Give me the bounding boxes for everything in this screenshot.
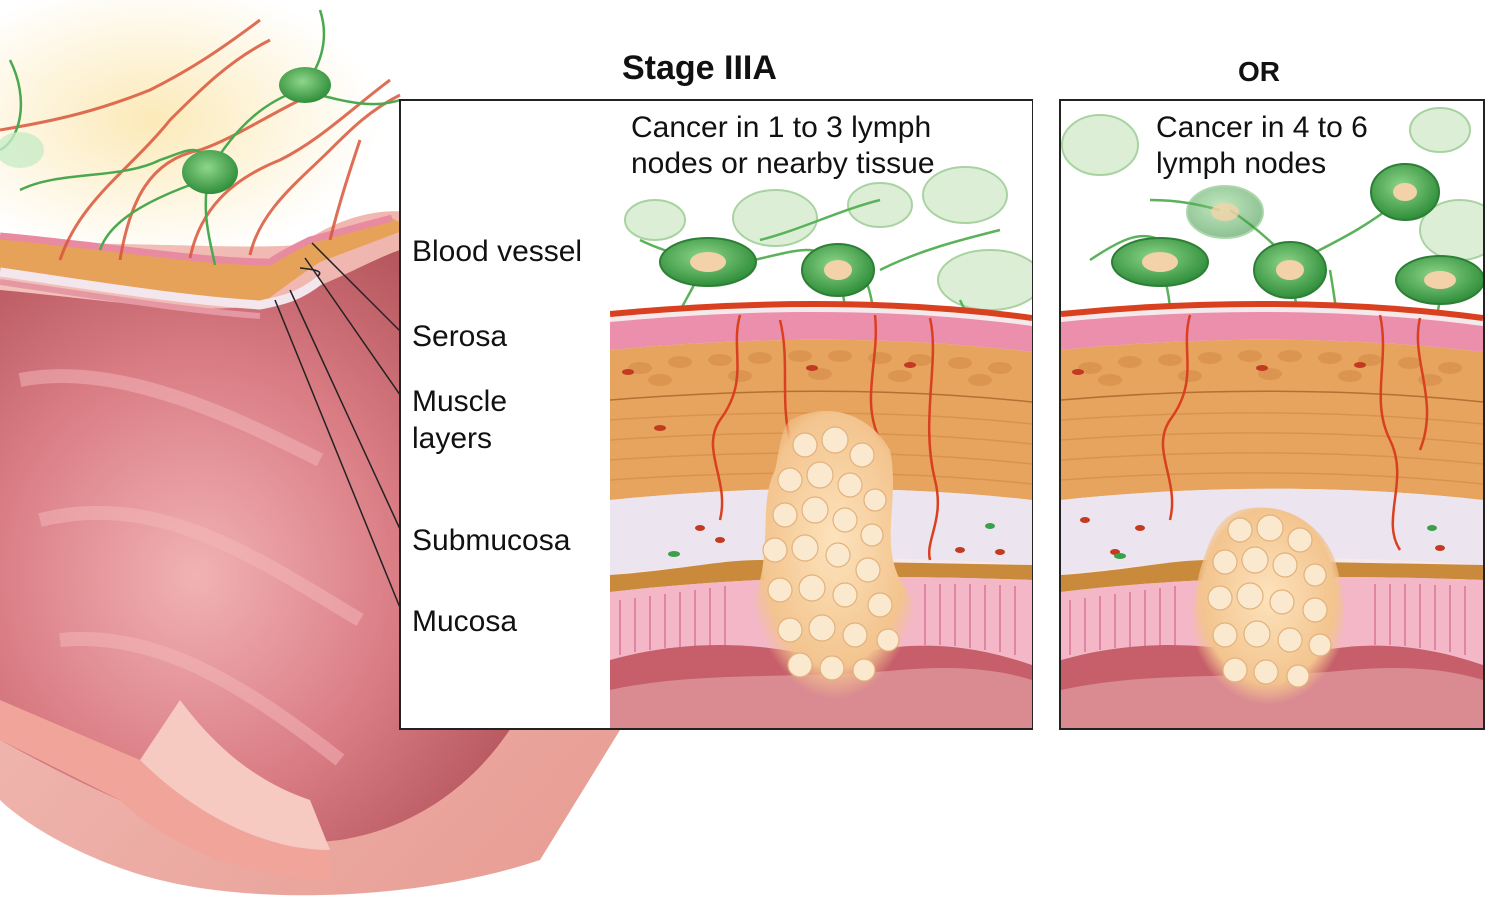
submucosa-label: Submucosa (412, 524, 571, 557)
lymph-node (0, 132, 44, 168)
left-caption-line1: Cancer in 1 to 3 lymph (631, 111, 932, 144)
right-caption-line1: Cancer in 4 to 6 (1156, 111, 1368, 144)
right-caption-line2: lymph nodes (1156, 147, 1327, 180)
page-title: Stage IIIA (622, 49, 777, 87)
cross-section-left (610, 101, 1032, 728)
mucosa-label: Mucosa (412, 605, 518, 638)
blood-vessel-label: Blood vessel (412, 235, 583, 268)
muscle-layers-label-line1: Muscle (412, 385, 508, 418)
lymph-node (182, 150, 238, 194)
left-caption-line2: nodes or nearby tissue (631, 147, 935, 180)
or-label: OR (1238, 56, 1280, 87)
serosa-label: Serosa (412, 320, 508, 353)
lymph-node (279, 67, 331, 103)
cross-section-right (1061, 101, 1483, 728)
muscle-layers-label-line2: layers (412, 422, 493, 455)
